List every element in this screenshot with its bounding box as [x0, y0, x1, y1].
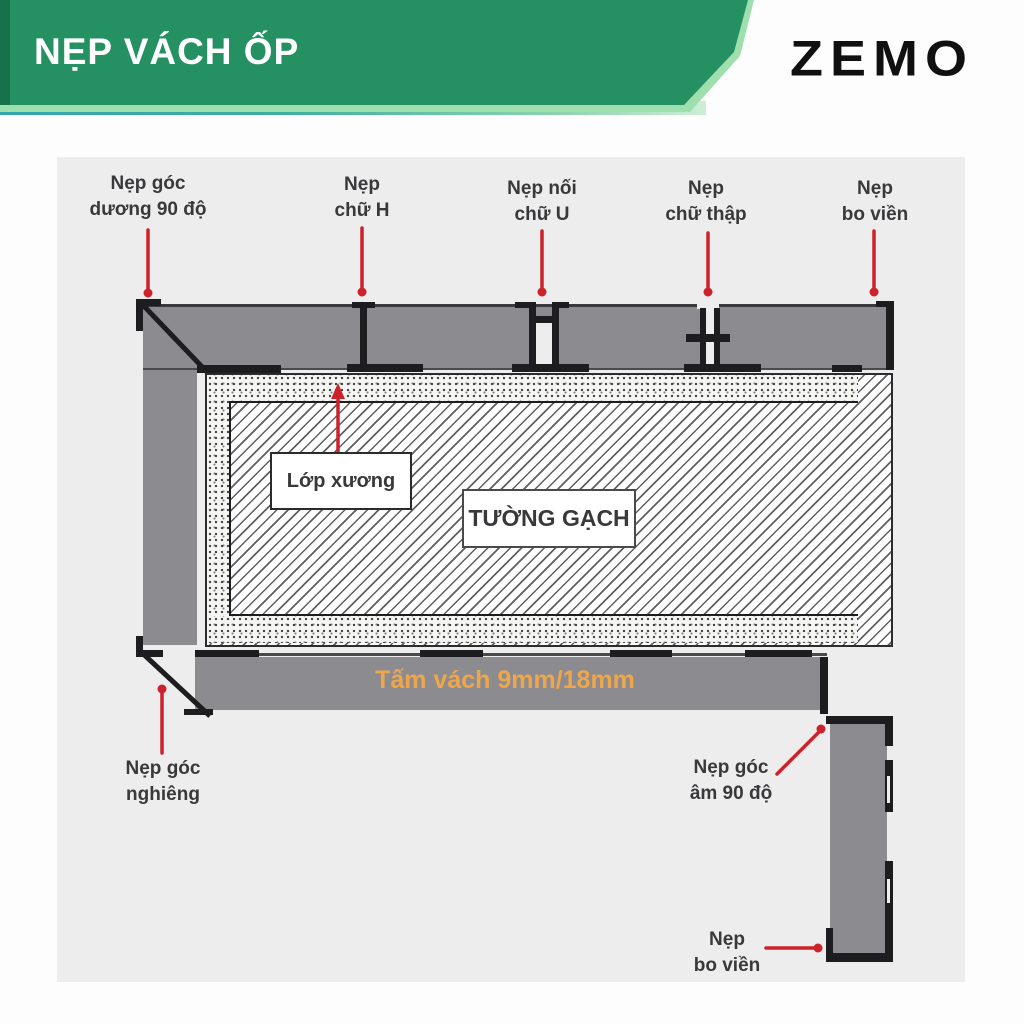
vertical-panel-edge-slit-2 — [887, 879, 890, 903]
page-title: NẸP VÁCH ỐP — [34, 31, 300, 72]
u-profile-left-flange — [515, 302, 536, 308]
callout-line: Nẹp — [344, 174, 380, 195]
frame-inner-border-top — [229, 401, 858, 403]
callout-line: chữ H — [334, 200, 390, 221]
callout-line: dương 90 độ — [89, 199, 207, 220]
callout-line: âm 90 độ — [689, 783, 773, 804]
callout-line: Nẹp góc — [693, 757, 769, 778]
edge-trim-bottom-left-wall — [826, 928, 833, 962]
callout-dot-cross-profile — [703, 287, 713, 297]
callout-line: Nẹp nối — [507, 178, 577, 199]
callout-line: nghiêng — [126, 784, 200, 805]
callout-line: chữ U — [514, 204, 570, 225]
brick-wall-label: TƯỜNG GẠCH — [468, 505, 630, 531]
edge-trim-bottom-right-wall — [885, 913, 893, 962]
angled-corner-bracket-vertical — [136, 636, 143, 657]
cross-profile-base — [684, 364, 761, 372]
callout-edge-trim-top: Nẹp bo viền — [790, 176, 960, 228]
callout-dot-corner-positive — [143, 288, 153, 298]
frame-inner-border-bottom — [229, 614, 858, 616]
bottom-panel-clip-4 — [745, 650, 812, 657]
callout-line: Nẹp — [709, 929, 745, 950]
edge-trim-top-flange — [876, 301, 894, 307]
angled-corner-bracket-horizontal — [136, 650, 163, 657]
cross-profile-crossbar — [686, 334, 730, 342]
callout-arrowhead-frame-layer — [331, 383, 345, 399]
callout-angled-corner: Nẹp góc nghiêng — [78, 756, 248, 808]
callout-dot-angled-corner — [157, 684, 167, 694]
u-profile-right-flange — [552, 302, 569, 308]
callout-line: Nẹp góc — [125, 758, 201, 779]
miter-line-top-left — [139, 301, 209, 374]
u-profile-gap — [536, 323, 552, 368]
callout-arrow-corner-negative — [775, 730, 821, 776]
callout-dot-edge-trim-top — [869, 287, 879, 297]
edge-trim-top-vertical — [886, 301, 894, 370]
top-panel-clip-segment — [197, 365, 281, 373]
frame-layer-left — [207, 375, 229, 643]
brick-wall-label-box: TƯỜNG GẠCH — [462, 489, 636, 548]
bottom-panel-clip-3 — [610, 650, 672, 657]
callout-dot-u-connector — [537, 287, 547, 297]
callout-line: bo viền — [693, 955, 761, 976]
angled-corner-trim-line — [137, 648, 212, 718]
callout-dot-corner-negative — [816, 724, 826, 734]
frame-inner-border-left — [229, 401, 231, 616]
header-banner — [0, 0, 748, 105]
callout-line: chữ thập — [665, 204, 747, 225]
callout-dot-h-profile — [357, 287, 367, 297]
u-profile-left-wall — [529, 303, 536, 366]
callout-u-connector: Nẹp nối chữ U — [457, 176, 627, 228]
wall-panel-left-return — [143, 307, 197, 645]
u-profile-crossbar — [529, 316, 559, 323]
callout-edge-trim-bottom: Nẹp bo viền — [642, 927, 812, 979]
callout-line: Nẹp góc — [110, 173, 186, 194]
edge-trim-top-base — [832, 365, 862, 372]
header-banner-dark-strip — [0, 0, 10, 105]
bottom-panel-clip-1 — [195, 650, 259, 657]
u-profile-base — [512, 364, 589, 372]
callout-dot-edge-trim-bottom — [813, 943, 823, 953]
vertical-panel-edge-slit-1 — [887, 776, 890, 803]
callout-line: Nẹp — [857, 178, 893, 199]
callout-corner-negative: Nẹp góc âm 90 độ — [646, 755, 816, 807]
vertical-panel-edge-1 — [885, 716, 893, 746]
corner-positive-trim-vertical — [136, 299, 143, 331]
bottom-panel-right-end — [820, 657, 828, 714]
h-profile-stem — [360, 303, 367, 369]
wall-panel-bottom — [195, 657, 827, 710]
panel-thickness-label: Tấm vách 9mm/18mm — [375, 666, 635, 694]
bottom-panel-clip-2 — [420, 650, 483, 657]
callout-h-profile: Nẹp chữ H — [277, 172, 447, 224]
header-banner-edge — [0, 0, 754, 112]
h-profile-base — [347, 364, 423, 372]
brand-logo: ZEMO — [790, 31, 974, 87]
frame-layer-top — [207, 375, 858, 402]
edge-trim-bottom-base — [826, 953, 893, 962]
callout-line: Nẹp — [688, 178, 724, 199]
frame-layer-bottom — [207, 616, 858, 643]
corner-negative-trim — [826, 716, 892, 724]
callout-cross-profile: Nẹp chữ thập — [621, 176, 791, 228]
callout-line: bo viền — [841, 204, 909, 225]
frame-layer-label-box: Lớp xương — [270, 452, 412, 510]
wall-panel-top — [143, 307, 888, 369]
cross-profile-top-notch — [697, 303, 719, 309]
frame-layer-label: Lớp xương — [286, 469, 396, 492]
bottom-panel-top-edge — [195, 653, 827, 656]
wall-panel-right-vertical — [830, 718, 887, 954]
corner-positive-trim-horizontal — [136, 299, 161, 306]
callout-corner-positive: Nẹp góc dương 90 độ — [63, 171, 233, 223]
u-profile-right-wall — [552, 303, 559, 366]
